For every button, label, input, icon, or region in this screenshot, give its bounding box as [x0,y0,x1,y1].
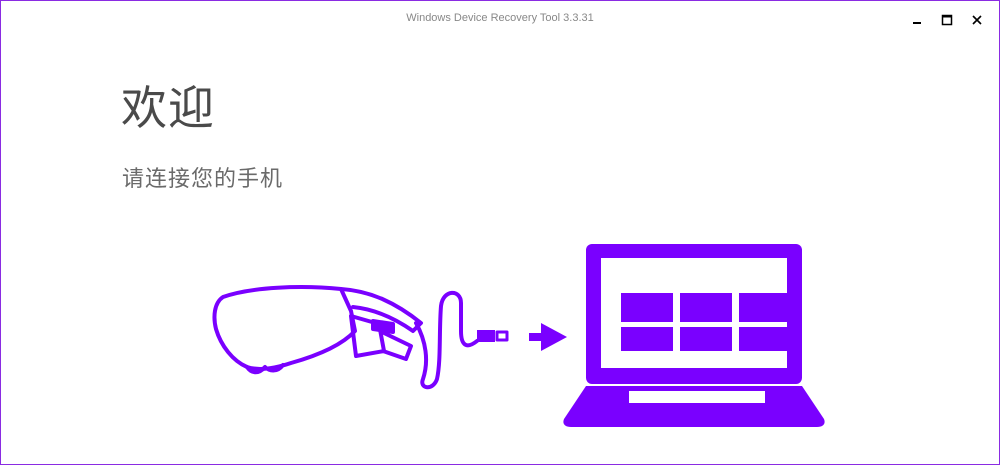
close-icon [972,15,982,25]
minimize-button[interactable] [902,5,932,35]
title-bar[interactable]: Windows Device Recovery Tool 3.3.31 [1,1,999,39]
minimize-icon [913,22,921,24]
maximize-button[interactable] [932,5,962,35]
close-button[interactable] [962,5,992,35]
arrow-right-icon [529,323,567,351]
maximize-icon [941,14,953,26]
page-subtitle: 请连接您的手机 [122,167,284,192]
page-title: 欢迎 [121,81,215,135]
windows-laptop-icon [563,244,825,427]
window-title: Windows Device Recovery Tool 3.3.31 [406,12,594,24]
hololens-headset-icon [212,285,423,375]
usb-cable-icon [414,290,509,390]
